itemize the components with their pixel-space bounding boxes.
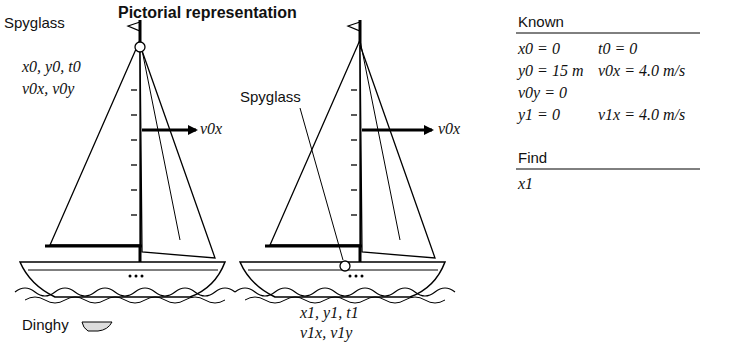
sailboat (15, 20, 235, 303)
underline (516, 33, 700, 34)
variable-label: v0x (200, 120, 222, 138)
known-value: v1x = 4.0 m/s (598, 106, 685, 124)
section-heading: Known (518, 13, 564, 30)
unknown-value: x1 (518, 175, 533, 193)
known-value: x0 = 0 (518, 40, 560, 58)
spyglass (135, 42, 145, 52)
velocity-arrow (142, 129, 196, 132)
underline (516, 169, 700, 170)
title: Pictorial representation (118, 4, 297, 22)
part-label: Spyglass (4, 14, 65, 31)
spyglass (340, 261, 350, 271)
known-value: v0x = 4.0 m/s (598, 62, 685, 80)
known-value: y0 = 15 m (518, 62, 583, 80)
variable-label: v0x (438, 120, 460, 138)
part-label: Dinghy (22, 316, 69, 333)
variable-label: v1x, v1y (300, 324, 352, 342)
sailboat (235, 20, 455, 303)
variable-label: x1, y1, t1 (300, 304, 359, 322)
dinghy (82, 322, 112, 331)
leader-line (300, 108, 343, 260)
known-value: v0y = 0 (518, 84, 567, 102)
velocity-arrow (362, 129, 432, 132)
variable-label: x0, y0, t0 (22, 58, 81, 76)
variable-label: v0x, v0y (22, 80, 74, 98)
known-value: y1 = 0 (518, 106, 560, 124)
known-value: t0 = 0 (598, 40, 637, 58)
section-heading: Find (518, 149, 547, 166)
part-label: Spyglass (240, 88, 301, 105)
